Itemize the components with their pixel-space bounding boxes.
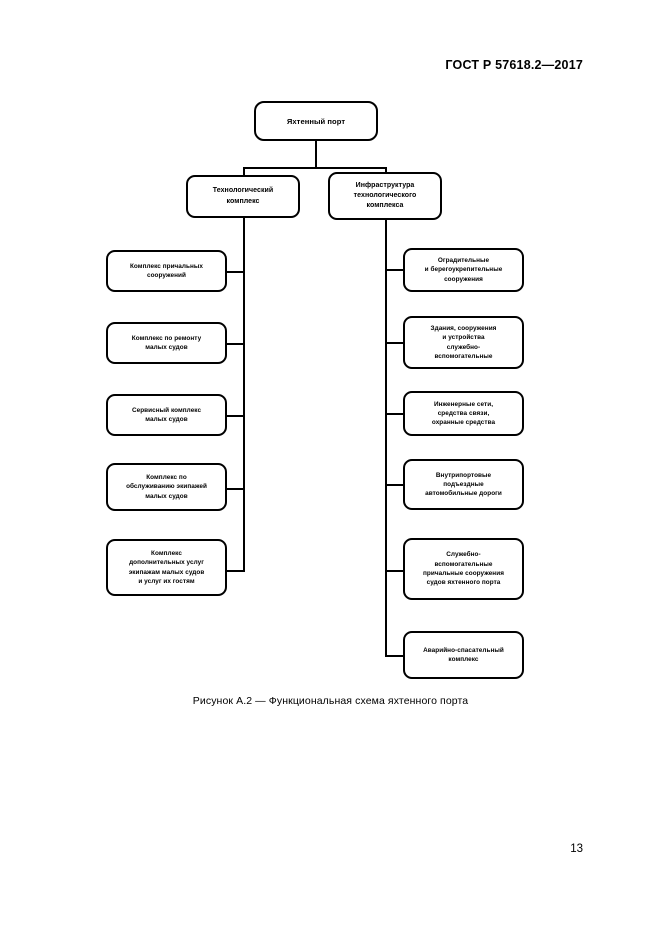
node-utility-networks-communications: Инженерные сети, средства связи, охранны… (403, 391, 524, 436)
connector-left-stub-2 (227, 343, 245, 345)
connector-left-stub-5 (227, 570, 245, 572)
node-technological-complex: Технологический комплекс (186, 175, 300, 218)
connector-root-stem (315, 141, 317, 169)
node-root-yacht-port: Яхтенный порт (254, 101, 378, 141)
node-small-vessel-service-complex: Сервисный комплекс малых судов (106, 394, 227, 436)
connector-right-stub-5 (385, 570, 405, 572)
node-protective-shore-structures: Оградительные и берегоукрепительные соор… (403, 248, 524, 292)
node-auxiliary-buildings-structures: Здания, сооружения и устройства служебно… (403, 316, 524, 369)
connector-right-stub-2 (385, 342, 405, 344)
connector-right-stub-4 (385, 484, 405, 486)
connector-right-spine (385, 220, 387, 657)
page-number: 13 (570, 843, 583, 855)
connector-left-stub-1 (227, 271, 245, 273)
figure-caption: Рисунок А.2 — Функциональная схема яхтен… (192, 695, 469, 707)
connector-right-stub-1 (385, 269, 405, 271)
connector-left-stub-4 (227, 488, 245, 490)
connector-right-stub-3 (385, 413, 405, 415)
connector-left-spine (243, 218, 245, 572)
connector-left-stub-3 (227, 415, 245, 417)
node-infrastructure-technological-complex: Инфраструктура технологического комплекс… (328, 172, 442, 220)
node-crew-service-complex: Комплекс по обслуживанию экипажей малых … (106, 463, 227, 511)
node-emergency-rescue-complex: Аварийно-спасательный комплекс (403, 631, 524, 679)
node-inner-port-access-roads: Внутрипортовые подъездные автомобильные … (403, 459, 524, 510)
functional-scheme-diagram: Яхтенный порт Технологический комплекс И… (106, 101, 524, 679)
connector-root-bar (243, 167, 387, 169)
node-additional-services-complex: Комплекс дополнительных услуг экипажам м… (106, 539, 227, 596)
document-header-standard-number: ГОСТ Р 57618.2—2017 (445, 58, 583, 72)
node-small-vessel-repair-complex: Комплекс по ремонту малых судов (106, 322, 227, 364)
connector-right-stub-6 (385, 655, 405, 657)
node-berthing-facilities-complex: Комплекс причальных сооружений (106, 250, 227, 292)
node-auxiliary-berthing-structures: Служебно- вспомогательные причальные соо… (403, 538, 524, 600)
